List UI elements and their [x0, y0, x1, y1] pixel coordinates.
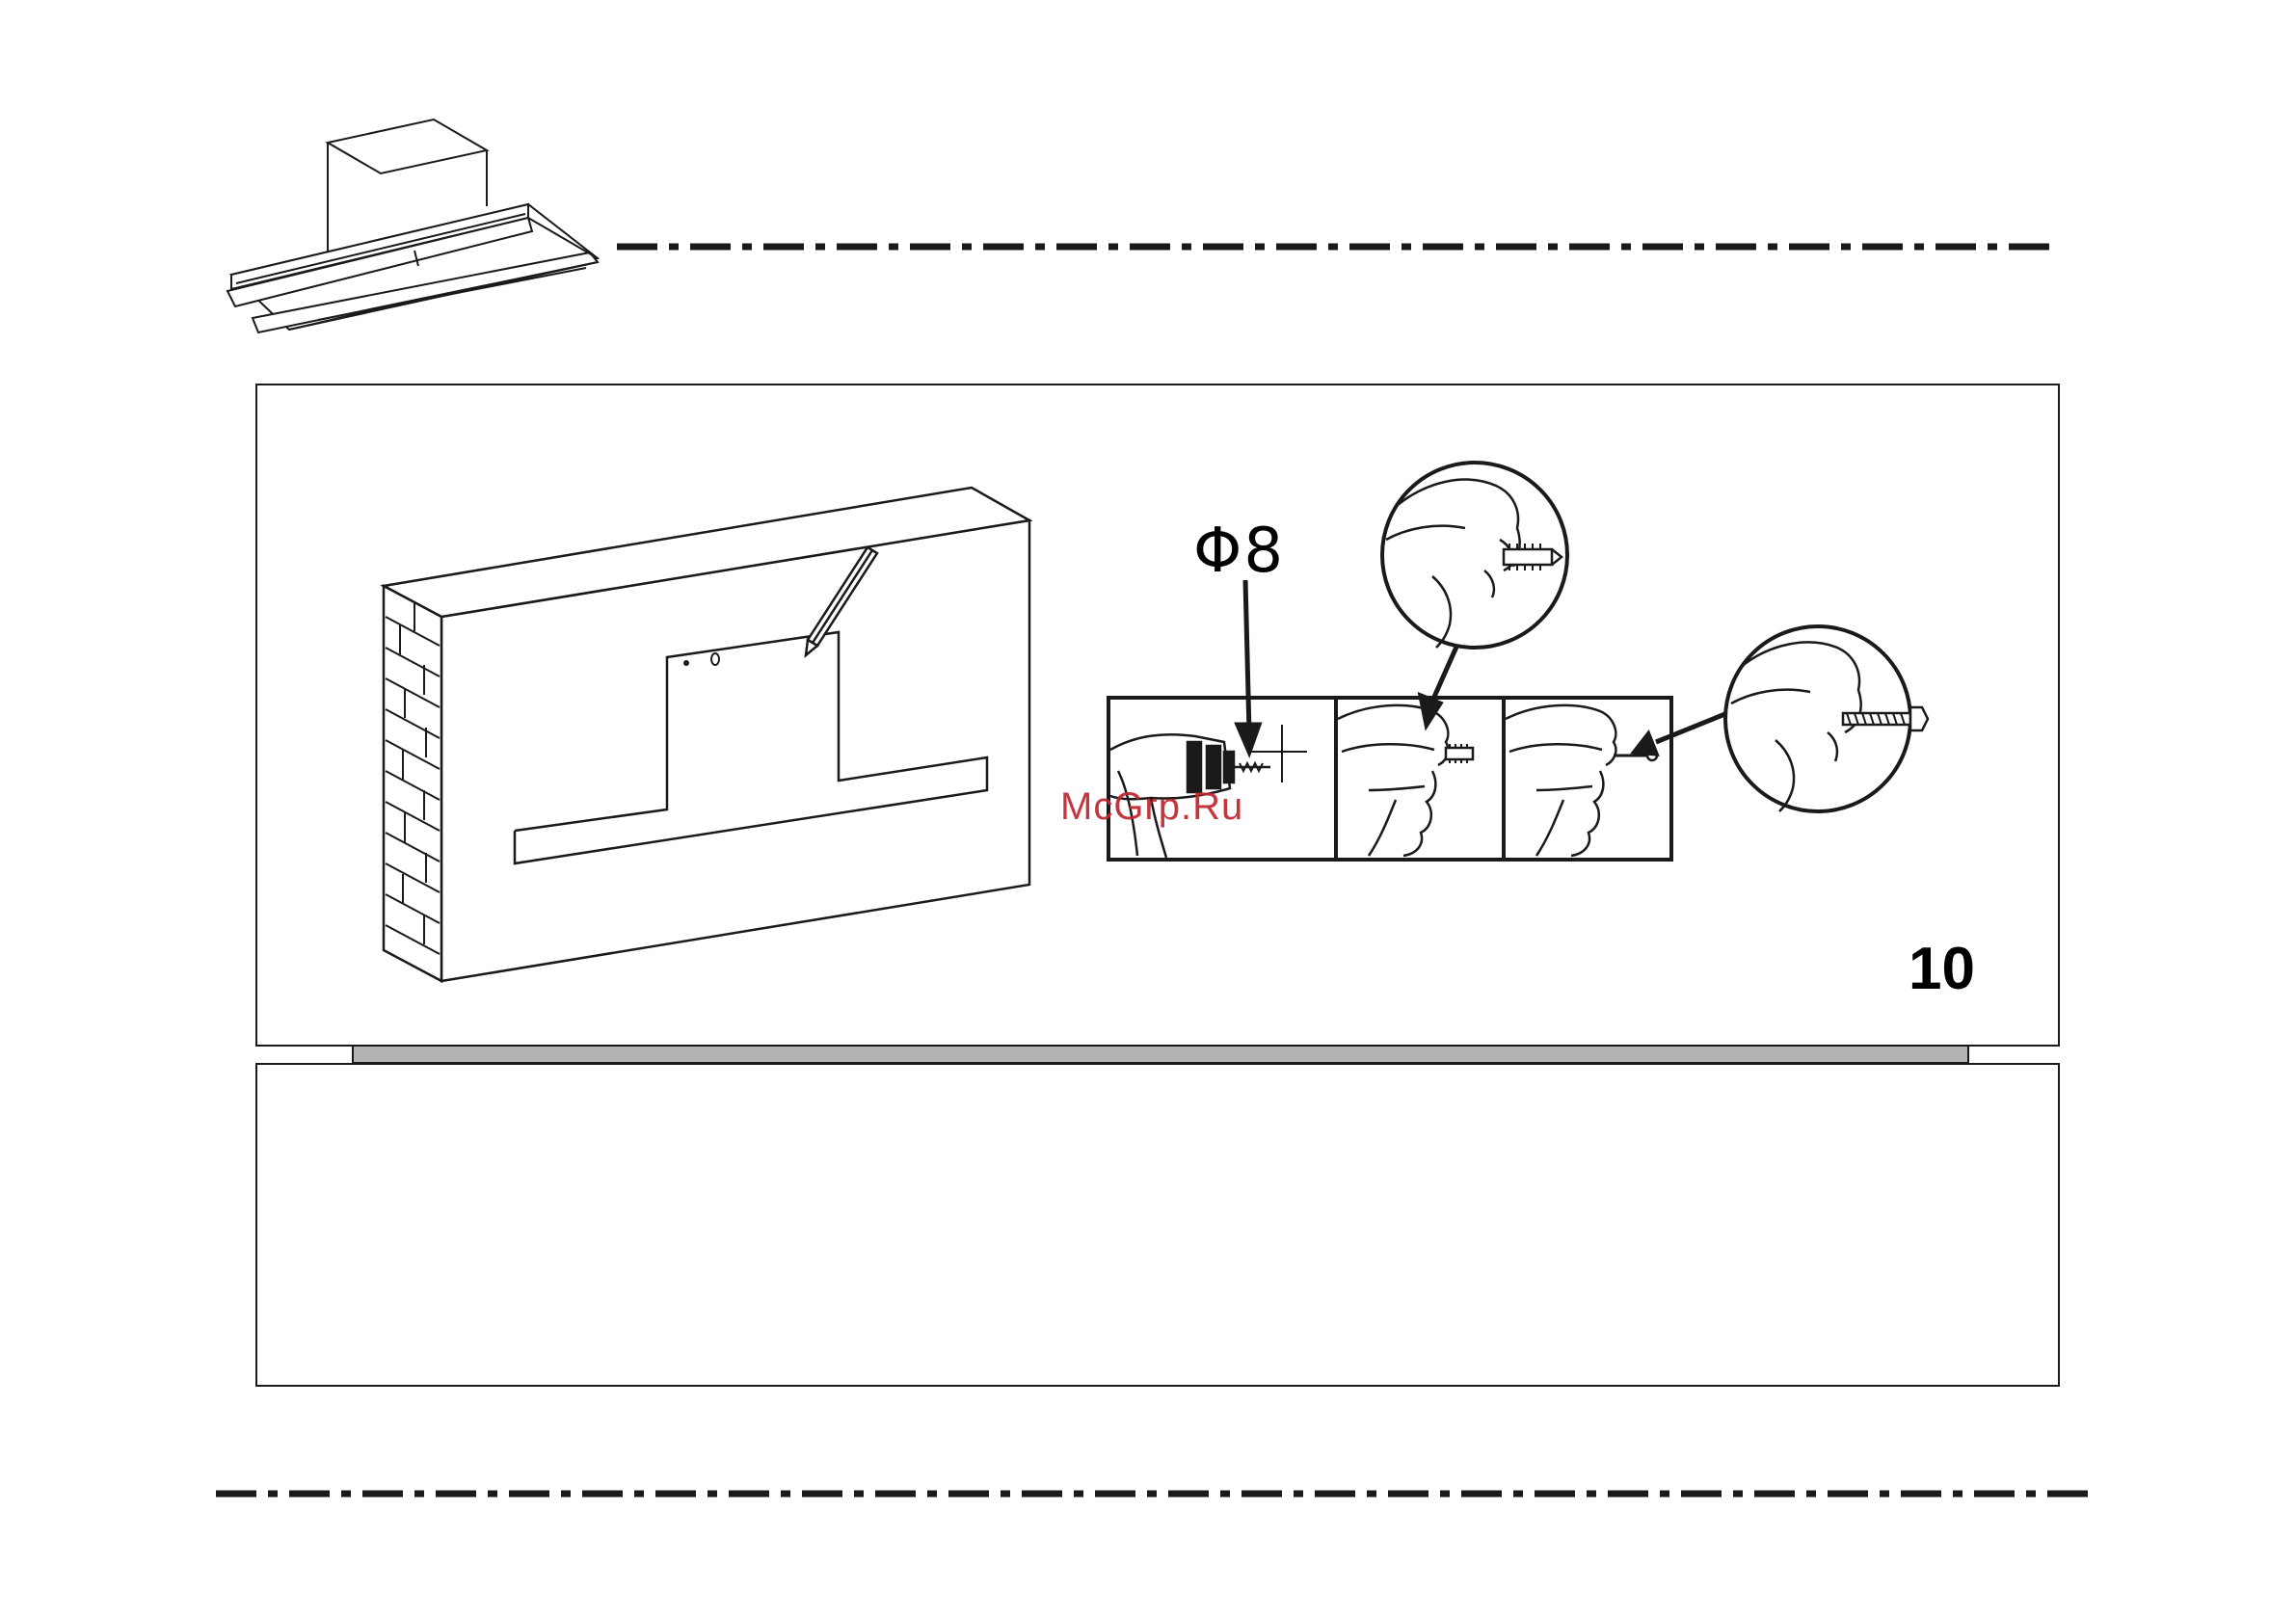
footer-dashed-separator — [0, 0, 2296, 1618]
